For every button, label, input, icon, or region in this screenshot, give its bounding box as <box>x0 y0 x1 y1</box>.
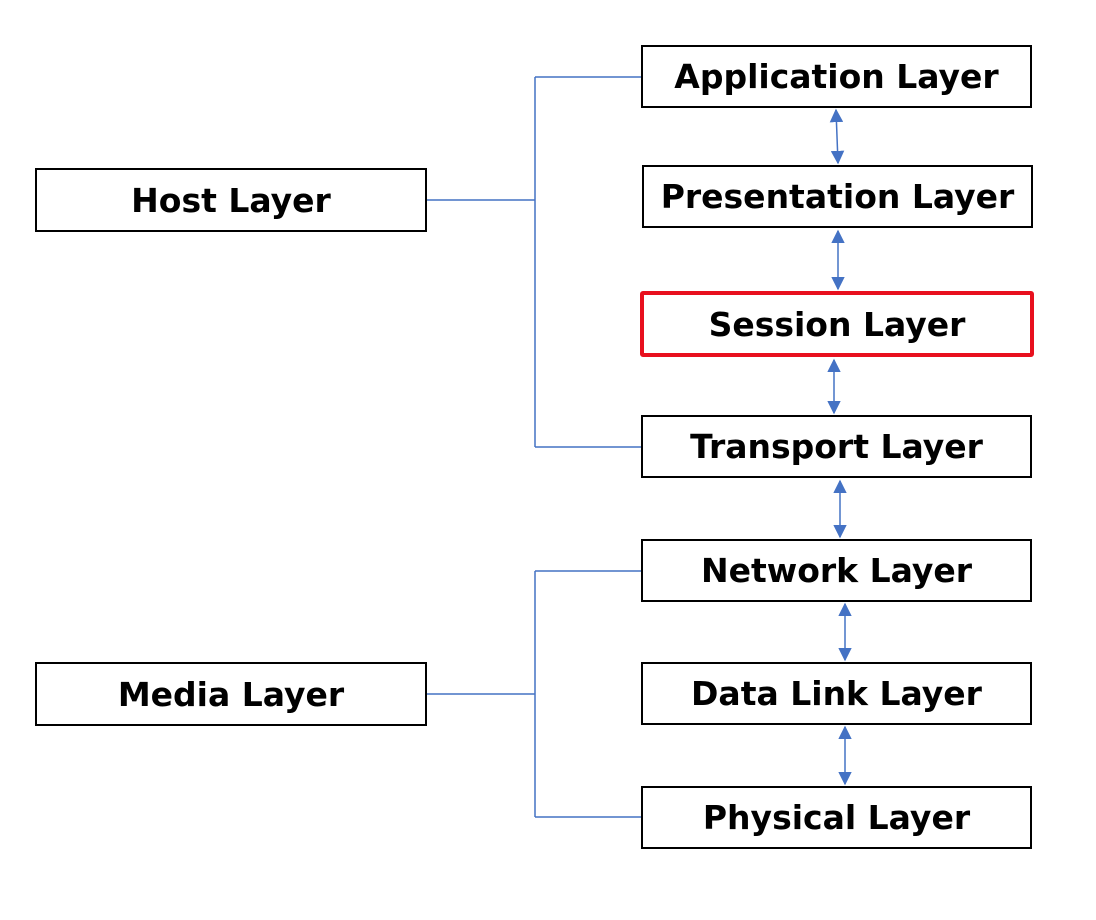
transport-layer-label: Transport Layer <box>690 427 983 466</box>
application-layer-box: Application Layer <box>641 45 1032 108</box>
physical-layer-label: Physical Layer <box>702 798 971 837</box>
session-layer-label: Session Layer <box>708 304 966 344</box>
media-bracket-connector <box>427 570 641 818</box>
session-layer-box-highlighted: Session Layer <box>640 291 1034 357</box>
presentation-layer-box: Presentation Layer <box>642 165 1033 228</box>
presentation-layer-label: Presentation Layer <box>660 177 1015 216</box>
arrow-application-presentation <box>829 108 845 165</box>
media-layer-box: Media Layer <box>35 662 427 726</box>
host-layer-box: Host Layer <box>35 168 427 232</box>
media-layer-label: Media Layer <box>117 674 345 714</box>
network-layer-label: Network Layer <box>700 551 973 590</box>
data-link-layer-label: Data Link Layer <box>691 674 982 713</box>
network-layer-box: Network Layer <box>641 539 1032 602</box>
transport-layer-box: Transport Layer <box>641 415 1032 478</box>
host-bracket-connector <box>427 76 641 448</box>
host-layer-label: Host Layer <box>131 180 331 220</box>
data-link-layer-box: Data Link Layer <box>641 662 1032 725</box>
application-layer-label: Application Layer <box>674 57 999 96</box>
physical-layer-box: Physical Layer <box>641 786 1032 849</box>
